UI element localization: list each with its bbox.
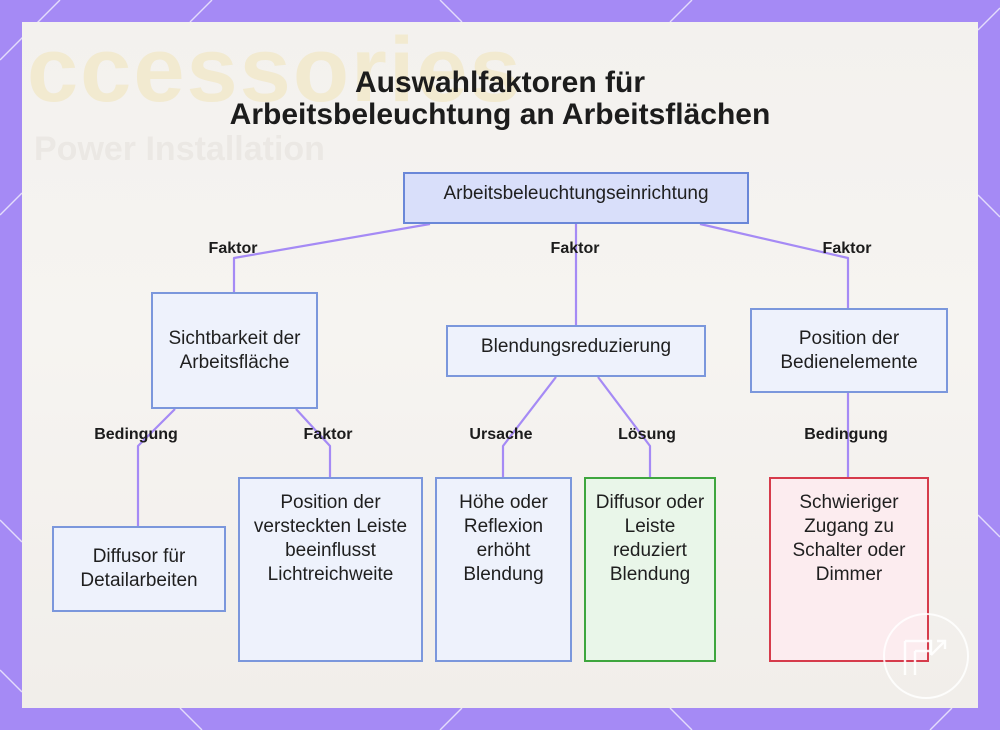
diagram-title-line-2: Arbeitsbeleuchtung an Arbeitsflächen: [229, 98, 771, 131]
node-diffuser-detail: Diffusor für Detailarbeiten: [52, 526, 226, 612]
node-height-reflection: Höhe oder Reflexion erhöht Blendung: [435, 477, 572, 662]
node-diffuser-strip: Diffusor oder Leiste reduziert Blendung: [584, 477, 716, 662]
diagram-title-line-1: Auswahlfaktoren für: [354, 66, 646, 99]
edge-visibility-strip: [295, 408, 332, 477]
edge-root-controls: [699, 222, 850, 308]
edge-label-factor-strip: Faktor: [303, 426, 353, 443]
node-hidden-strip: Position der versteckten Leiste beeinflu…: [238, 477, 423, 662]
node-visibility: Sichtbarkeit der Arbeitsfläche: [151, 292, 318, 409]
edge-label-factor-controls: Faktor: [822, 240, 872, 257]
background-watermark-subtext: Power Installation: [34, 130, 325, 168]
edge-label-solution: Lösung: [618, 426, 676, 443]
edge-root-visibility: [232, 222, 431, 292]
edge-visibility-diffuser: [136, 408, 176, 526]
edge-glare-diffuser: [597, 376, 652, 477]
node-glare-reduction: Blendungsreduzierung: [446, 325, 706, 377]
node-root: Arbeitsbeleuchtungseinrichtung: [403, 172, 749, 224]
edge-label-cause: Ursache: [469, 426, 533, 443]
background-watermark-text: ccessories: [27, 22, 523, 121]
node-hard-access: Schwieriger Zugang zu Schalter oder Dimm…: [769, 477, 929, 662]
edge-label-factor-visibility: Faktor: [208, 240, 258, 257]
edge-glare-height: [501, 376, 557, 477]
edge-label-condition-diffuser: Bedingung: [94, 426, 178, 443]
edge-label-condition-access: Bedingung: [804, 426, 888, 443]
brand-logo-icon: [883, 613, 969, 699]
edge-label-factor-glare: Faktor: [550, 240, 600, 257]
node-control-position: Position der Bedienelemente: [750, 308, 948, 393]
